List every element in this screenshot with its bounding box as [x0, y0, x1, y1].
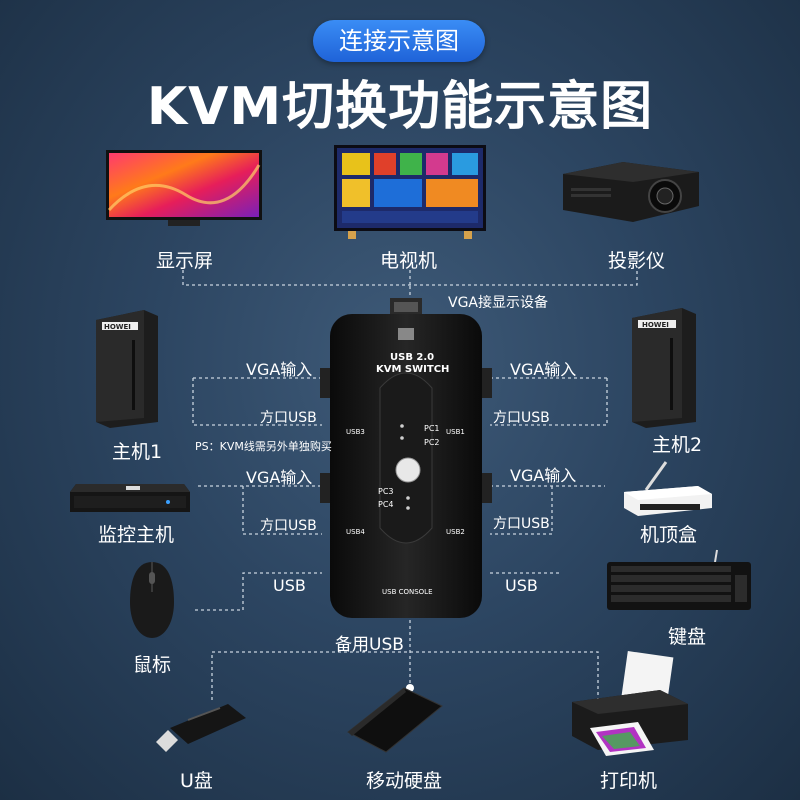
pc2-label: PC2 — [424, 438, 440, 447]
stb-vga-label: VGA输入 — [510, 462, 576, 486]
printer-label: 打印机 — [600, 766, 657, 793]
pc3-label: PC3 — [378, 487, 394, 496]
host1-brand: HOWEI — [104, 323, 131, 331]
stb-usb-label: 方口USB — [493, 513, 550, 533]
host2-brand: HOWEI — [642, 321, 669, 329]
stb-image — [618, 460, 718, 520]
usb1-port-label: USB1 — [446, 428, 465, 436]
switch-usb-label: USB 2.0 — [390, 352, 434, 363]
host2-label: 主机2 — [652, 430, 702, 457]
projector-image — [553, 160, 701, 226]
nvr-label: 监控主机 — [98, 520, 174, 547]
keyboard-label: 键盘 — [668, 622, 706, 649]
tv-image — [334, 145, 486, 241]
projector-label: 投影仪 — [608, 246, 665, 273]
printer-image — [568, 650, 692, 758]
nvr-usb-label: 方口USB — [260, 515, 317, 535]
tv-label: 电视机 — [380, 246, 437, 273]
mouse-label: 鼠标 — [133, 650, 171, 677]
host1-vga-label: VGA输入 — [246, 356, 312, 380]
stb-label: 机顶盒 — [640, 520, 697, 547]
page-title: KVM切换功能示意图 — [0, 64, 800, 139]
host2-usb-label: 方口USB — [493, 407, 550, 427]
udisk-label: U盘 — [180, 766, 213, 793]
switch-model-label: KVM SWITCH — [376, 364, 449, 375]
udisk-image — [150, 700, 250, 752]
spare-usb-label: 备用USB — [335, 630, 404, 655]
pc1-label: PC1 — [424, 424, 440, 433]
kvm-switch-image — [320, 298, 492, 623]
usb2-port-label: USB2 — [446, 528, 465, 536]
keyboard-usb-label: USB — [505, 576, 538, 595]
nvr-vga-label: VGA输入 — [246, 464, 312, 488]
pc4-label: PC4 — [378, 500, 394, 509]
mouse-image — [128, 558, 176, 640]
ps-note: PS：KVM线需另外单独购买 — [195, 438, 332, 454]
keyboard-image — [605, 548, 755, 614]
usb3-port-label: USB3 — [346, 428, 365, 436]
mouse-usb-label: USB — [273, 576, 306, 595]
usb-console-label: USB CONSOLE — [382, 588, 433, 596]
usb4-port-label: USB4 — [346, 528, 365, 536]
host1-label: 主机1 — [112, 437, 162, 464]
diagram-tag-pill: 连接示意图 — [313, 20, 485, 62]
host2-vga-label: VGA输入 — [510, 356, 576, 380]
monitor-label: 显示屏 — [156, 246, 213, 273]
nvr-image — [68, 482, 192, 518]
monitor-image — [106, 150, 262, 230]
host1-usb-label: 方口USB — [260, 407, 317, 427]
hdd-image — [344, 684, 444, 754]
hdd-label: 移动硬盘 — [366, 766, 442, 793]
